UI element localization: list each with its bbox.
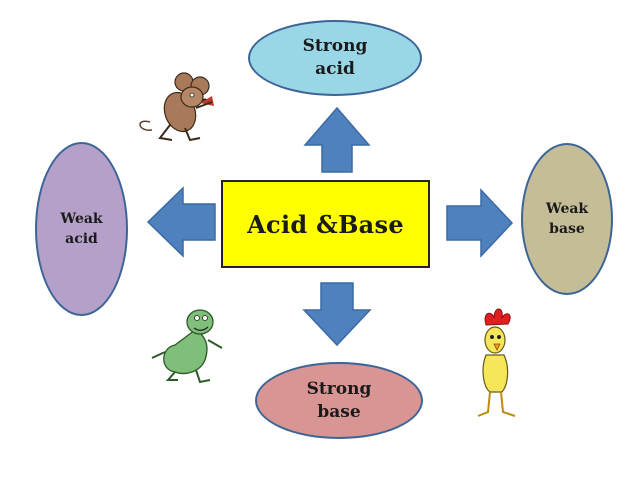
strong-acid-node: Strong acid bbox=[248, 20, 422, 96]
strong-base-node: Strong base bbox=[255, 362, 423, 439]
strong-acid-label: Strong acid bbox=[302, 36, 368, 79]
weak-acid-label: Weak acid bbox=[60, 211, 103, 247]
weak-base-node: Weak base bbox=[521, 143, 613, 295]
center-label: Acid &Base bbox=[247, 209, 404, 239]
arrow-down bbox=[302, 282, 372, 347]
center-box: Acid &Base bbox=[221, 180, 430, 268]
weak-base-label: Weak base bbox=[545, 201, 589, 237]
mouse-cartoon bbox=[139, 72, 214, 142]
strong-base-label: Strong base bbox=[306, 378, 372, 422]
arrow-right bbox=[446, 188, 514, 258]
chicken-cartoon bbox=[477, 308, 516, 417]
dinosaur-cartoon bbox=[151, 309, 223, 384]
arrow-left bbox=[146, 186, 216, 258]
weak-acid-node: Weak acid bbox=[35, 142, 128, 316]
arrow-up bbox=[303, 106, 371, 173]
